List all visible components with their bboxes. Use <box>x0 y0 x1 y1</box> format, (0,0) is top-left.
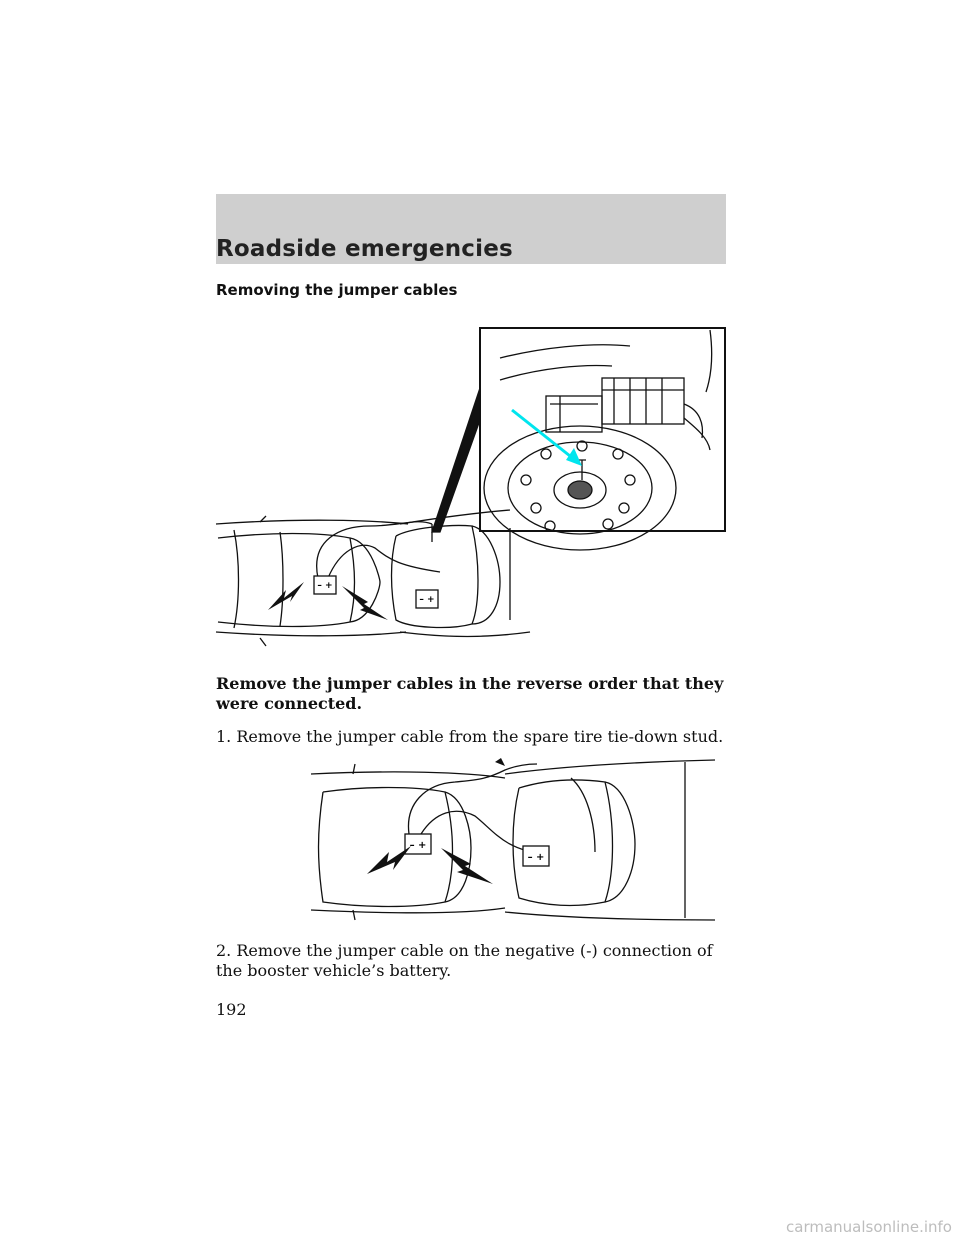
section-heading: Removing the jumper cables <box>216 281 458 299</box>
jumper-cable-illustration-1: – + – + <box>215 327 726 647</box>
svg-text:– +: – + <box>410 840 427 851</box>
spark-bolt-icon <box>367 846 411 874</box>
page-number: 192 <box>216 1000 247 1019</box>
callout-pointer <box>431 387 481 533</box>
instruction-step-2: 2. Remove the jumper cable on the negati… <box>216 941 713 980</box>
svg-text:– +: – + <box>528 852 545 863</box>
jumper-cable-illustration-2: – + – + <box>310 758 716 921</box>
right-car-body <box>504 759 716 921</box>
indicator-arrow <box>511 408 571 458</box>
svg-text:– +: – + <box>317 581 332 591</box>
spark-bolt-icon <box>342 586 388 620</box>
left-battery-icon: – + <box>313 575 337 595</box>
page-section-title: Roadside emergencies <box>216 236 513 262</box>
spark-bolt-icon <box>268 582 304 610</box>
svg-text:– +: – + <box>419 595 434 605</box>
instruction-step-1: 1. Remove the jumper cable from the spar… <box>216 727 724 746</box>
spark-bolt-icon <box>441 848 493 884</box>
right-battery-icon: – + <box>415 589 439 609</box>
left-car-body <box>215 519 409 637</box>
left-battery-icon: – + <box>404 833 432 855</box>
watermark: carmanualsonline.info <box>786 1218 952 1236</box>
header-band <box>216 194 726 264</box>
right-battery-icon: – + <box>522 845 550 867</box>
inset-frame <box>479 327 726 532</box>
instruction-intro: Remove the jumper cables in the reverse … <box>216 674 724 713</box>
